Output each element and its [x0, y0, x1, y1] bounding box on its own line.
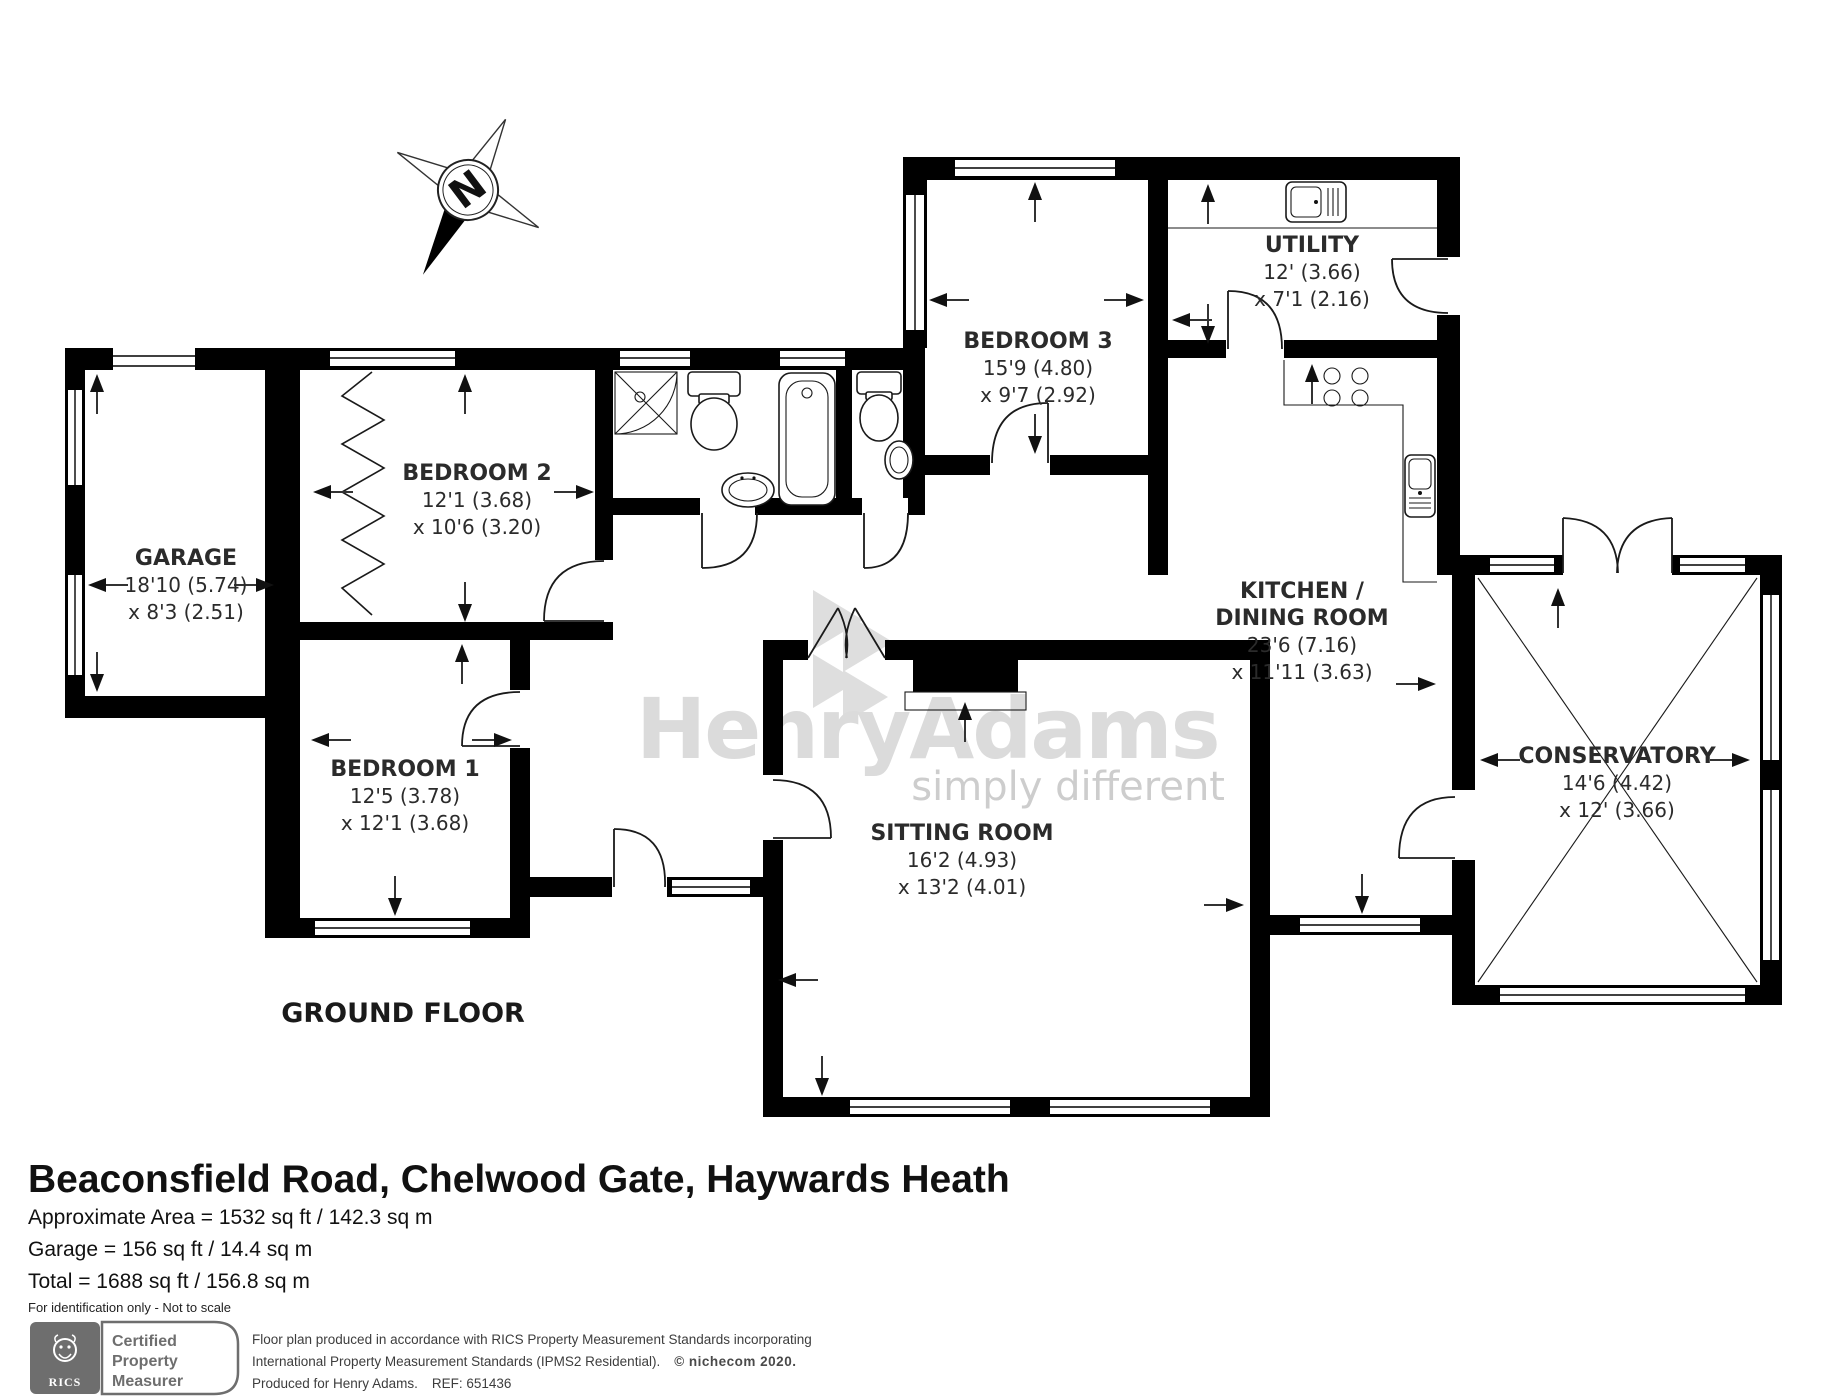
utility-sink-icon — [1285, 181, 1347, 223]
wc-sink-icon — [884, 440, 914, 480]
certified-property-measurer-badge: Certified Property Measurer — [100, 1320, 240, 1396]
bath-icon — [778, 372, 836, 506]
room-dim2: x 12'1 (3.68) — [341, 811, 469, 835]
badge-line3: Measurer — [112, 1373, 183, 1390]
watermark: HenryAdams simply different — [636, 590, 1225, 810]
windows — [68, 160, 1779, 1114]
room-name: CONSERVATORY — [1518, 744, 1716, 769]
room-dim2: x 10'6 (3.20) — [413, 515, 541, 539]
garage-area-line: Garage = 156 sq ft / 14.4 sq m — [28, 1238, 312, 1261]
room-label-conservatory: CONSERVATORY 14'6 (4.42) x 12' (3.66) — [1518, 744, 1716, 822]
nichecom-logo: © nichecom 2020. — [674, 1354, 796, 1369]
toilet-icon — [687, 371, 741, 451]
room-dim2: x 7'1 (2.16) — [1254, 287, 1370, 311]
room-label-kitchen-dining: KITCHEN / DINING ROOM 23'6 (7.16) x 11'1… — [1215, 579, 1388, 684]
room-label-utility: UTILITY 12' (3.66) x 7'1 (2.16) — [1254, 233, 1370, 311]
kitchen-counter — [1283, 360, 1437, 583]
room-dim2: x 9'7 (2.92) — [980, 383, 1096, 407]
room-label-bedroom-3: BEDROOM 3 15'9 (4.80) x 9'7 (2.92) — [963, 329, 1112, 407]
room-name: GARAGE — [135, 546, 237, 571]
room-name: BEDROOM 1 — [330, 757, 479, 782]
footer-line3: Produced for Henry Adams. REF: 651436 — [252, 1376, 511, 1391]
room-labels: GARAGE 18'10 (5.74) x 8'3 (2.51) BEDROOM… — [125, 233, 1717, 899]
room-dim1: 18'10 (5.74) — [125, 573, 248, 597]
shower-icon — [614, 371, 678, 435]
watermark-tagline: simply different — [911, 764, 1225, 810]
room-dim1: 15'9 (4.80) — [983, 356, 1093, 380]
total-area-line: Total = 1688 sq ft / 156.8 sq m — [28, 1270, 310, 1293]
disclaimer: For identification only - Not to scale — [28, 1300, 231, 1315]
sink-icon — [721, 472, 775, 508]
room-label-bedroom-2: BEDROOM 2 12'1 (3.68) x 10'6 (3.20) — [402, 461, 551, 539]
watermark-brand: HenryAdams — [636, 680, 1219, 778]
rics-wordmark: RICS — [49, 1375, 82, 1389]
conservatory-glazing — [1477, 577, 1758, 983]
room-dim2: x 12' (3.66) — [1559, 798, 1675, 822]
footer-line2: International Property Measurement Stand… — [252, 1354, 796, 1369]
wc-toilet-icon — [856, 371, 902, 442]
room-name: BEDROOM 2 — [402, 461, 551, 486]
badge-line2: Property — [112, 1353, 178, 1370]
room-name: BEDROOM 3 — [963, 329, 1112, 354]
room-name-2: DINING ROOM — [1215, 606, 1388, 631]
footer-text: Floor plan produced in accordance with R… — [252, 1332, 812, 1391]
room-name: UTILITY — [1265, 233, 1360, 258]
room-name: KITCHEN / — [1240, 579, 1365, 604]
room-dim1: 23'6 (7.16) — [1247, 633, 1357, 657]
room-dim1: 12' (3.66) — [1263, 260, 1360, 284]
rics-logo: RICS — [30, 1322, 100, 1394]
room-dim2: x 8'3 (2.51) — [128, 600, 244, 624]
footer-line2a: International Property Measurement Stand… — [252, 1354, 660, 1369]
room-dim2: x 13'2 (4.01) — [898, 875, 1026, 899]
room-label-bedroom-1: BEDROOM 1 12'5 (3.78) x 12'1 (3.68) — [330, 757, 479, 835]
footer-ref: REF: 651436 — [432, 1376, 512, 1391]
footer: RICS Certified Property Measurer Floor p… — [30, 1320, 812, 1396]
room-dim2: x 11'11 (3.63) — [1231, 660, 1372, 684]
hob-icon — [1323, 367, 1369, 407]
doors — [461, 258, 1673, 888]
kitchen-sink-icon — [1404, 454, 1436, 518]
title-block: Beaconsfield Road, Chelwood Gate, Haywar… — [28, 1158, 1010, 1315]
room-dim1: 16'2 (4.93) — [907, 848, 1017, 872]
page-title: Beaconsfield Road, Chelwood Gate, Haywar… — [28, 1158, 1010, 1201]
floor-label: GROUND FLOOR — [281, 998, 525, 1029]
footer-line1: Floor plan produced in accordance with R… — [252, 1332, 812, 1347]
footer-line3a: Produced for Henry Adams. — [252, 1376, 418, 1391]
room-name: SITTING ROOM — [870, 821, 1053, 846]
room-label-garage: GARAGE 18'10 (5.74) x 8'3 (2.51) — [125, 546, 248, 624]
approximate-area-line: Approximate Area = 1532 sq ft / 142.3 sq… — [28, 1206, 433, 1229]
badge-line1: Certified — [112, 1333, 177, 1350]
rics-lion-icon — [53, 1334, 77, 1362]
room-dim1: 12'5 (3.78) — [350, 784, 460, 808]
room-dim1: 12'1 (3.68) — [422, 488, 532, 512]
room-dim1: 14'6 (4.42) — [1562, 771, 1672, 795]
compass-north-icon: N — [396, 118, 540, 275]
wardrobe — [340, 371, 386, 616]
room-label-sitting-room: SITTING ROOM 16'2 (4.93) x 13'2 (4.01) — [870, 821, 1053, 899]
